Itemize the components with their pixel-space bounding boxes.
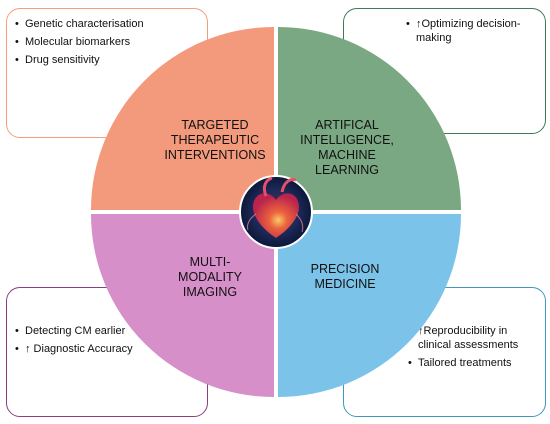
bullet-item: Tailored treatments [408, 356, 540, 370]
quadrant-label-ai: ARTIFICAL INTELLIGENCE, MACHINE LEARNING [300, 118, 394, 177]
heart-icon [239, 175, 313, 249]
quadrant-bottom-left [91, 214, 274, 397]
bullet-list-precision: ↑Reproducibility in clinical assessments… [408, 324, 540, 374]
quadrant-label-precision: PRECISION MEDICINE [310, 262, 380, 291]
bullet-item: ↑Optimizing decision-making [406, 17, 541, 45]
quadrant-label-imaging: MULTI-MODALITY IMAGING [178, 255, 242, 299]
quadrant-top-left [91, 27, 274, 210]
quadrant-top-right [278, 27, 461, 210]
bullet-list-imaging: Detecting CM earlier ↑ Diagnostic Accura… [15, 324, 205, 360]
quadrant-label-targeted: TARGETED THERAPEUTIC INTERVENTIONS [164, 118, 266, 162]
quadrant-bottom-right [278, 214, 461, 397]
bullet-list-ai: ↑Optimizing decision-making [406, 17, 541, 49]
bullet-item: Detecting CM earlier [15, 324, 205, 338]
bullet-item: Genetic characterisation [15, 17, 200, 31]
bullet-item: ↑ Diagnostic Accuracy [15, 342, 205, 356]
bullet-item: Drug sensitivity [15, 53, 200, 67]
bullet-item: Molecular biomarkers [15, 35, 200, 49]
bullet-list-targeted: Genetic characterisation Molecular bioma… [15, 17, 200, 71]
